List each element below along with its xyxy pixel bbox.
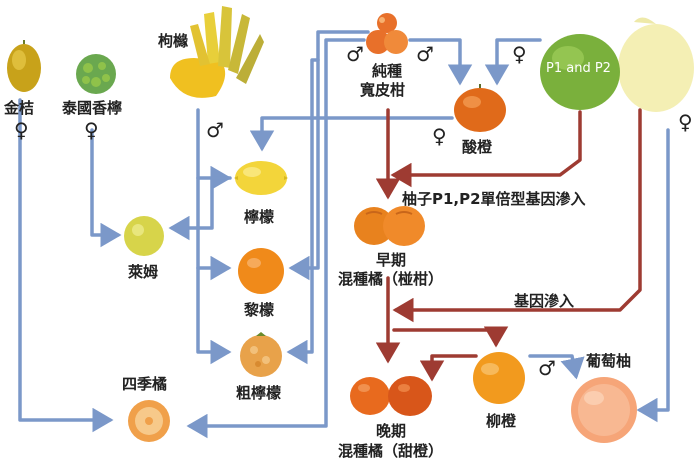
late-hybrid-label-line2: 混種橘（甜橙） xyxy=(338,442,444,460)
arrow-sour-orange-lemon xyxy=(249,116,454,152)
sour-orange-female-symbol: ♀ xyxy=(432,124,447,148)
pomelo-fruit-icon: P1 and P2 xyxy=(540,17,694,112)
kumquat-label: 金桔 xyxy=(4,99,35,117)
arrow-gene-introgression xyxy=(392,108,642,323)
grapefruit-label: 葡萄柚 xyxy=(586,352,632,370)
calamondin-fruit-icon xyxy=(128,400,170,442)
early-hybrid-label-line1: 早期 xyxy=(376,251,407,269)
arrow-mandarin-rough-lemon xyxy=(286,58,320,365)
lime-fruit-icon xyxy=(124,216,164,256)
arrow-kumquat-calamondin xyxy=(18,98,114,433)
buddhas-hand-citron-icon xyxy=(170,6,264,98)
mandarin-label-line1: 純種 xyxy=(372,62,403,80)
calamondin-label: 四季橘 xyxy=(122,375,168,393)
pomelo-introgression-note: 柚子P1,P2單倍型基因滲入 xyxy=(402,190,586,208)
mandarin-male-symbol-right: ♂ xyxy=(416,42,434,66)
mandarin-fruit-icon xyxy=(366,13,408,54)
arrow-lemon-lime xyxy=(168,176,232,241)
rough-lemon-fruit-icon xyxy=(240,332,282,377)
lemon-label: 檸檬 xyxy=(244,208,275,226)
arrow-citron-rough-lemon xyxy=(196,266,232,365)
late-hybrid-label-line1: 晚期 xyxy=(376,422,407,440)
grapefruit-fruit-icon xyxy=(571,377,637,443)
sour-orange-fruit-icon xyxy=(454,84,506,132)
ponkan-fruit-icon xyxy=(354,206,425,246)
rough-lemon-label: 粗檸檬 xyxy=(236,384,282,402)
lime-label: 萊姆 xyxy=(128,263,159,281)
sweet-orange-male-symbol: ♂ xyxy=(538,356,556,380)
arrow-pomelo-introgression xyxy=(390,110,582,188)
tangerine-fruit-icon xyxy=(350,376,432,416)
pomelo-label: P1 and P2 xyxy=(546,61,611,76)
sweet-orange-label: 柳橙 xyxy=(486,412,517,430)
kumquat-fruit-icon xyxy=(7,40,41,92)
arrow-mandarin-calamondin xyxy=(186,38,366,439)
arrow-sweet-orange-late-hybrid xyxy=(419,354,478,382)
kaffir-lime-label: 泰國香檸 xyxy=(62,99,123,117)
citron-male-symbol: ♂ xyxy=(206,118,224,142)
arrow-pomelo-grapefruit xyxy=(636,128,670,423)
citron-label: 枸櫞 xyxy=(158,32,189,50)
early-hybrid-label-line2: 混種橘（椪柑） xyxy=(338,270,444,288)
limonia-fruit-icon xyxy=(238,248,284,294)
pomelo-female-symbol-top: ♀ xyxy=(512,42,527,66)
arrow-pomelo-sour-orange xyxy=(484,38,542,86)
arrow-kaffir-lime xyxy=(90,128,122,248)
mandarin-label-line2: 寬皮柑 xyxy=(360,81,406,99)
kaffir-lime-fruit-icon xyxy=(76,54,116,94)
arrow-mandarin-limonia xyxy=(288,30,370,281)
arrow-sweet-orange-grapefruit xyxy=(528,354,585,380)
lemon-fruit-icon xyxy=(234,161,288,195)
arrow-late-hybrid-sweet-orange xyxy=(392,326,509,348)
pomelo-female-symbol-right: ♀ xyxy=(678,110,693,134)
kaffir-female-symbol: ♀ xyxy=(84,118,99,142)
sour-orange-label: 酸橙 xyxy=(462,138,493,156)
mandarin-male-symbol-left: ♂ xyxy=(346,42,364,66)
arrow-mandarin-sour-orange xyxy=(408,38,473,86)
gene-introgression-note: 基因滲入 xyxy=(514,292,575,310)
limonia-label: 黎檬 xyxy=(244,301,275,319)
sweet-orange-fruit-icon xyxy=(473,352,525,404)
kumquat-female-symbol: ♀ xyxy=(14,118,29,142)
